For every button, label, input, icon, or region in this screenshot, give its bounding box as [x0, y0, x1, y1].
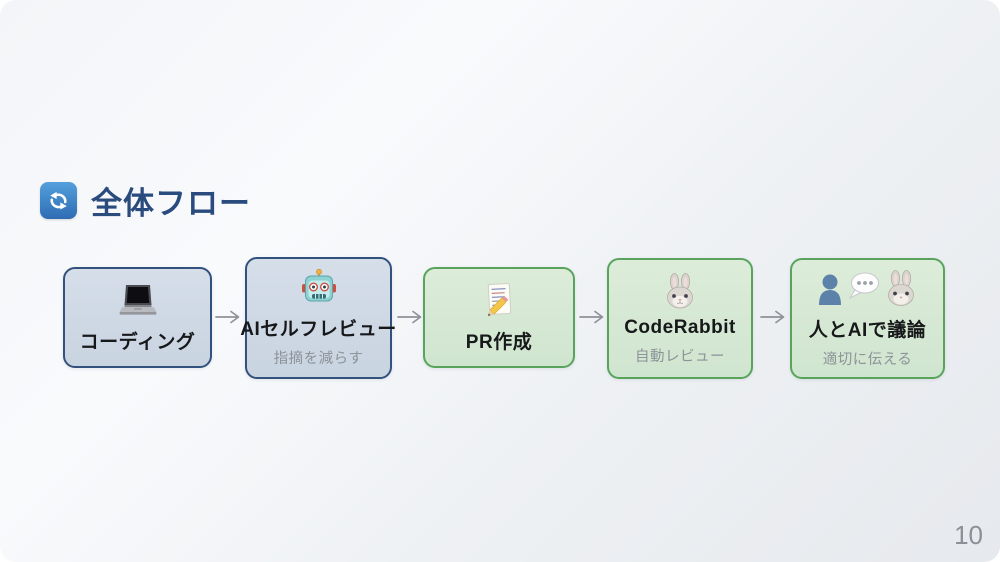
laptop-icon — [116, 281, 160, 321]
flow-arrow-icon — [397, 310, 422, 324]
box-label: CodeRabbit — [624, 317, 736, 338]
person-speech-rabbit-icon — [816, 269, 920, 309]
box-subtitle: 指摘を減らす — [273, 351, 364, 367]
page-number: 10 — [954, 520, 983, 550]
box-label: PR作成 — [465, 332, 533, 353]
flow-box-discussion: 人とAIで議論 適切に伝える — [790, 258, 945, 379]
box-subtitle: 自動レビュー — [635, 349, 725, 365]
flow-box-pr-creation: PR作成 — [423, 267, 575, 368]
slide-title-row: 全体フロー — [40, 178, 251, 223]
robot-icon — [299, 268, 339, 308]
rabbit-icon — [661, 271, 699, 311]
flow-box-coderabbit: CodeRabbit 自動レビュー — [607, 258, 753, 379]
flow-arrow-icon — [215, 310, 240, 324]
flow-arrow-icon — [760, 310, 785, 324]
box-label: AIセルフレビュー — [240, 319, 397, 340]
page-title: 全体フロー — [91, 186, 251, 221]
flow-box-coding: コーディング — [63, 267, 212, 368]
box-label: 人とAIで議論 — [808, 319, 927, 341]
box-subtitle: 適切に伝える — [822, 351, 913, 368]
flow-arrow-icon — [579, 310, 604, 324]
flow-box-ai-self-review: AIセルフレビュー 指摘を減らす — [240, 257, 396, 379]
memo-pencil-icon — [479, 281, 519, 321]
refresh-cycle-icon — [40, 182, 77, 219]
box-label: コーディング — [79, 332, 196, 353]
